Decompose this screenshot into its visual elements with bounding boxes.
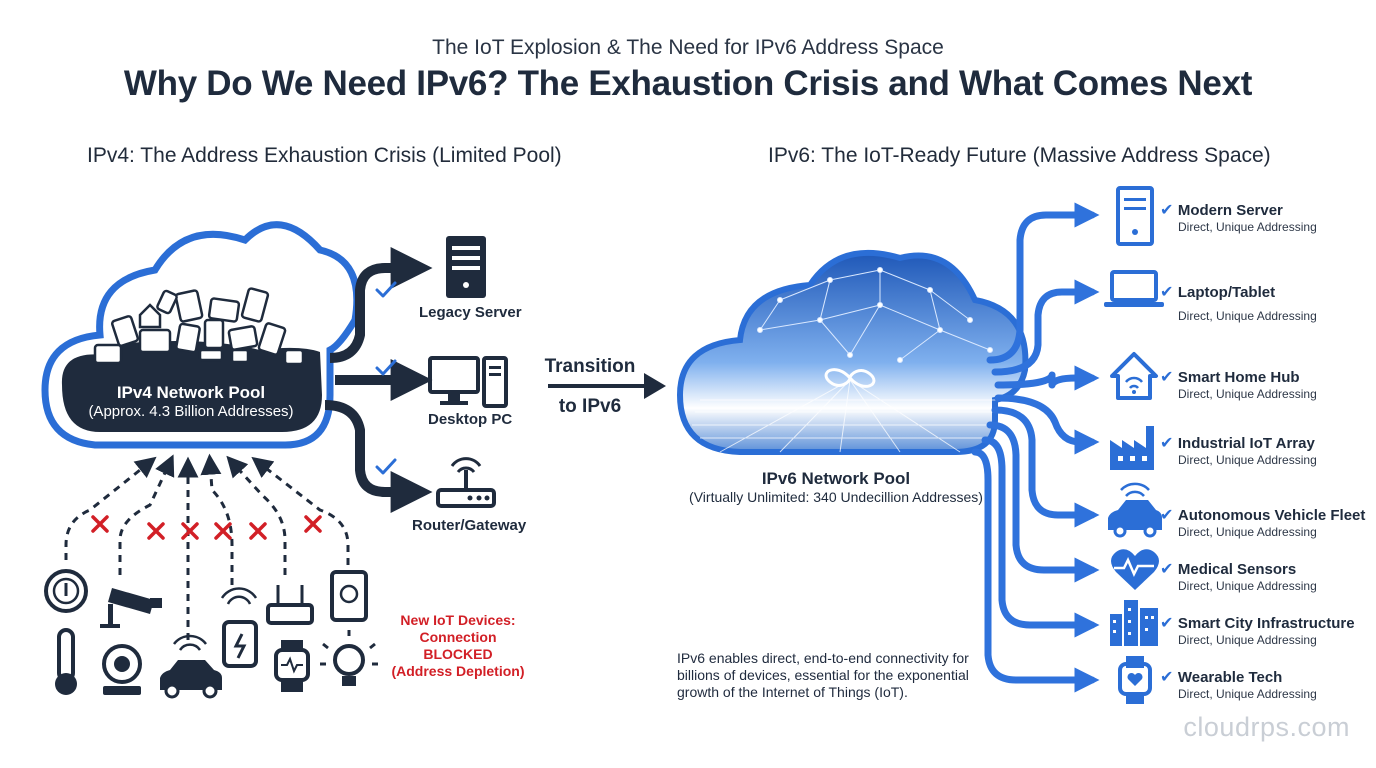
home-icon — [1110, 352, 1158, 400]
ipv6-cloud — [676, 249, 1029, 455]
server-icon — [446, 236, 486, 298]
ipv6-pool-title: IPv6 Network Pool — [761, 469, 911, 488]
blocked-note: New IoT Devices: Connection BLOCKED (Add… — [383, 612, 533, 680]
desktop-icon — [428, 356, 508, 408]
ipv6-footnote: IPv6 enables direct, end-to-end connecti… — [677, 650, 969, 700]
device-name: Smart City Infrastructure — [1177, 615, 1355, 632]
phone-icon — [330, 570, 368, 622]
transition-arrowhead — [644, 373, 666, 399]
supertitle: The IoT Explosion & The Need for IPv6 Ad… — [432, 36, 944, 59]
x-icon — [91, 515, 322, 540]
device-name: Industrial IoT Array — [1177, 435, 1315, 452]
device-name: Smart Home Hub — [1177, 369, 1300, 386]
page-title: Why Do We Need IPv6? The Exhaustion Cris… — [123, 64, 1253, 103]
device-sub: Direct, Unique Addressing — [1178, 633, 1317, 647]
ipv6-device-vehicle-fleet: ✔ Autonomous Vehicle Fleet Direct, Uniqu… — [1160, 505, 1365, 539]
device-heap — [93, 287, 305, 366]
hub-icon — [266, 585, 314, 625]
factory-icon — [1110, 426, 1154, 470]
ipv4-cloud — [41, 221, 361, 449]
transition-label-2: to IPv6 — [558, 396, 622, 417]
webcam-icon — [102, 644, 142, 695]
ipv4-heading: IPv4: The Address Exhaustion Crisis (Lim… — [87, 144, 562, 167]
blocked-connections — [64, 453, 350, 640]
ipv6-device-modern-server: ✔ Modern Server Direct, Unique Addressin… — [1160, 200, 1317, 234]
ipv6-device-medical-sensors: ✔ Medical Sensors Direct, Unique Address… — [1160, 559, 1317, 593]
watch-icon — [274, 640, 310, 692]
car-icon — [160, 634, 222, 699]
ipv6-heading: IPv6: The IoT-Ready Future (Massive Addr… — [768, 144, 1271, 167]
ipv6-output-arrows — [971, 202, 1100, 693]
blocked-note-line-3: (Address Depletion) — [391, 663, 525, 679]
router-icon — [436, 457, 496, 508]
server-icon — [1116, 186, 1154, 246]
check-icon: ✔ — [1160, 561, 1174, 578]
device-name: Modern Server — [1177, 202, 1283, 219]
desktop-pc-label: Desktop PC — [428, 411, 513, 428]
check-icon: ✔ — [1160, 669, 1174, 686]
device-sub: Direct, Unique Addressing — [1178, 579, 1317, 593]
blocked-note-line-1: New IoT Devices: — [400, 612, 516, 628]
ipv4-pool-title: IPv4 Network Pool — [116, 383, 266, 402]
camera-icon — [100, 588, 162, 628]
device-sub: Direct, Unique Addressing — [1178, 387, 1317, 401]
ipv6-device-industrial-iot: ✔ Industrial IoT Array Direct, Unique Ad… — [1160, 433, 1317, 467]
device-sub: Direct, Unique Addressing — [1178, 453, 1317, 467]
device-name: Wearable Tech — [1177, 669, 1283, 686]
watermark: cloudrps.com — [1183, 712, 1350, 742]
watch-icon — [1118, 656, 1152, 704]
device-sub: Direct, Unique Addressing — [1178, 309, 1317, 323]
ipv6-device-wearable-tech: ✔ Wearable Tech Direct, Unique Addressin… — [1160, 667, 1317, 701]
check-icon: ✔ — [1160, 369, 1174, 386]
gauge-icon — [44, 569, 88, 613]
device-sub: Direct, Unique Addressing — [1178, 220, 1317, 234]
legacy-server-label: Legacy Server — [419, 304, 522, 321]
check-icon: ✔ — [1160, 435, 1174, 452]
thermometer-icon — [55, 628, 77, 695]
check-icon — [375, 281, 397, 475]
device-name: Autonomous Vehicle Fleet — [1177, 507, 1366, 524]
blocked-note-line-2: Connection BLOCKED — [419, 629, 497, 662]
city-icon — [1110, 600, 1158, 646]
check-icon: ✔ — [1160, 284, 1174, 301]
car-icon — [1108, 482, 1162, 538]
laptop-icon — [1104, 270, 1164, 307]
ipv4-output-arrows — [324, 247, 433, 513]
device-name: Medical Sensors — [1177, 561, 1297, 578]
device-name: Laptop/Tablet — [1177, 284, 1276, 301]
ipv4-pool-subtitle: (Approx. 4.3 Billion Addresses) — [88, 403, 294, 420]
smart-plug-icon — [220, 587, 258, 668]
transition-label-1: Transition — [544, 356, 636, 377]
heart-icon — [1111, 549, 1159, 590]
ipv6-device-laptop-tablet: ✔ Laptop/Tablet Direct, Unique Addressin… — [1160, 282, 1317, 323]
device-sub: Direct, Unique Addressing — [1178, 525, 1317, 539]
ipv6-pool-subtitle: (Virtually Unlimited: 340 Undecillion Ad… — [689, 489, 983, 505]
device-sub: Direct, Unique Addressing — [1178, 687, 1317, 701]
router-gateway-label: Router/Gateway — [412, 517, 527, 534]
bulb-icon — [320, 630, 378, 686]
ipv6-device-smart-city: ✔ Smart City Infrastructure Direct, Uniq… — [1160, 613, 1355, 647]
check-icon: ✔ — [1160, 202, 1174, 219]
check-icon: ✔ — [1160, 507, 1174, 524]
ipv6-device-smart-home-hub: ✔ Smart Home Hub Direct, Unique Addressi… — [1160, 367, 1317, 401]
check-icon: ✔ — [1160, 615, 1174, 632]
infinity-icon — [824, 368, 876, 388]
